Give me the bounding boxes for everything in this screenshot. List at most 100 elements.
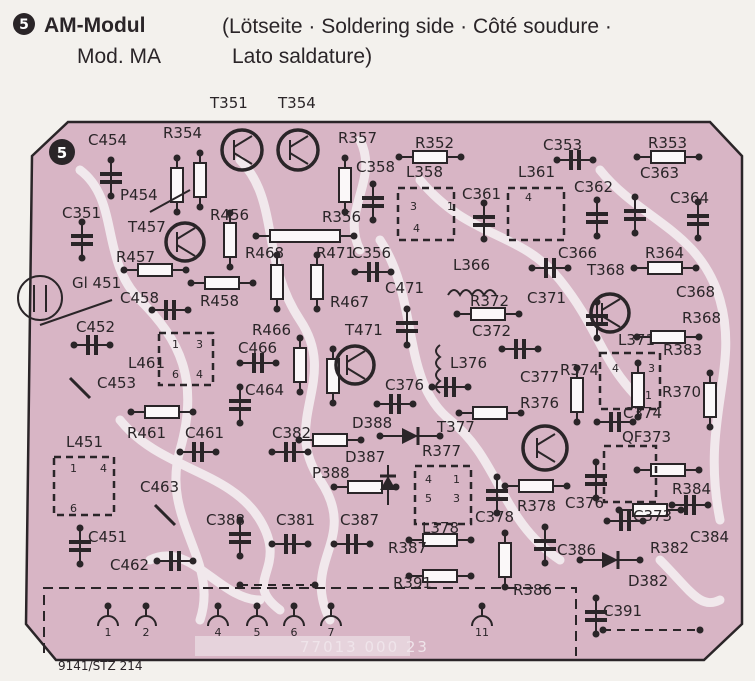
label-r456: R456 bbox=[210, 206, 249, 224]
lamp-lead bbox=[39, 299, 113, 326]
label-c373: C373 bbox=[633, 507, 672, 525]
pin-11: 11 bbox=[475, 626, 489, 639]
component-labels: T351 T354 C454 R354 R357 R352 C353 R353 … bbox=[62, 94, 729, 620]
transistor-icon bbox=[220, 128, 264, 172]
capacitor-plate bbox=[260, 353, 264, 373]
capacitor-plate bbox=[684, 495, 688, 515]
solder-pad bbox=[76, 524, 84, 532]
solder-pad bbox=[253, 602, 261, 610]
capacitor-plate bbox=[624, 217, 646, 221]
copper-trace bbox=[415, 175, 645, 405]
coil-can-outline bbox=[598, 351, 662, 411]
capacitor-plate bbox=[94, 335, 98, 355]
solder-pad bbox=[296, 334, 304, 342]
capacitor-plate bbox=[192, 442, 196, 462]
potentiometer-p454-arrow bbox=[149, 189, 191, 213]
l461-pin: 3 bbox=[196, 338, 203, 351]
solder-pad bbox=[633, 153, 641, 161]
solder-pad bbox=[226, 263, 234, 271]
label-c391: C391 bbox=[603, 602, 642, 620]
transistor-collector bbox=[601, 298, 621, 311]
solder-pad bbox=[493, 473, 501, 481]
solder-pad bbox=[273, 305, 281, 313]
capacitor-plate bbox=[452, 377, 456, 397]
board-outline bbox=[24, 120, 744, 662]
capacitor-plate bbox=[100, 180, 122, 184]
solder-pad bbox=[304, 448, 312, 456]
solder-pad bbox=[592, 594, 600, 602]
label-r370: R370 bbox=[662, 383, 701, 401]
label-r461: R461 bbox=[127, 424, 166, 442]
watermark-strip bbox=[195, 636, 410, 656]
solder-pad bbox=[517, 409, 525, 417]
label-c386: C386 bbox=[557, 541, 596, 559]
transistor-collector bbox=[176, 227, 196, 240]
solder-pad bbox=[453, 310, 461, 318]
connector-outline bbox=[43, 587, 577, 656]
label-l358: L358 bbox=[406, 163, 443, 181]
resistor-icon bbox=[518, 479, 554, 493]
solder-pad bbox=[236, 419, 244, 427]
solder-pad bbox=[106, 341, 114, 349]
solder-pad bbox=[696, 626, 704, 634]
label-r466: R466 bbox=[252, 321, 291, 339]
solder-pad bbox=[226, 209, 234, 217]
capacitor-plate bbox=[586, 314, 608, 318]
solder-pad bbox=[76, 560, 84, 568]
solder-pad bbox=[196, 149, 204, 157]
solder-pad bbox=[528, 264, 536, 272]
pin-7: 7 bbox=[328, 626, 335, 639]
transistor-collector bbox=[536, 433, 556, 446]
capacitor-plate bbox=[284, 534, 288, 554]
label-t457: T457 bbox=[127, 218, 166, 236]
pin-1: 1 bbox=[105, 626, 112, 639]
l361-pin: 4 bbox=[525, 191, 532, 204]
resistor-icon bbox=[647, 261, 683, 275]
label-r468: R468 bbox=[245, 244, 284, 262]
connector-pin-labels: 1 2 4 5 6 7 11 bbox=[105, 626, 490, 639]
solder-pad bbox=[692, 264, 700, 272]
solder-pad bbox=[405, 572, 413, 580]
module-number-badge bbox=[13, 13, 35, 35]
label-t368: T368 bbox=[586, 261, 625, 279]
resistor-icon bbox=[269, 229, 341, 243]
solder-pad bbox=[196, 203, 204, 211]
solder-pad bbox=[403, 305, 411, 313]
transistor-icon bbox=[521, 424, 569, 472]
solder-pad bbox=[311, 581, 319, 589]
solder-pad bbox=[304, 540, 312, 548]
transistor-collector bbox=[289, 135, 309, 148]
resistor-icon bbox=[631, 372, 645, 408]
solder-pad bbox=[501, 529, 509, 537]
label-r377: R377 bbox=[422, 442, 461, 460]
description-line-2: Lato saldature) bbox=[232, 45, 372, 68]
solder-pad bbox=[573, 418, 581, 426]
label-r368: R368 bbox=[682, 309, 721, 327]
capacitor-plate bbox=[169, 551, 173, 571]
resistor-icon bbox=[310, 264, 324, 300]
label-c462: C462 bbox=[110, 556, 149, 574]
solder-pad bbox=[403, 341, 411, 349]
solder-pad bbox=[634, 359, 642, 367]
module-subtitle: Mod. MA bbox=[77, 45, 161, 68]
resistor-icon bbox=[347, 480, 383, 494]
label-t354: T354 bbox=[277, 94, 316, 112]
label-c364: C364 bbox=[670, 189, 709, 207]
label-r471: R471 bbox=[316, 244, 355, 262]
label-r374: R374 bbox=[560, 361, 599, 379]
resistor-icon bbox=[144, 405, 180, 419]
l451-pin: 1 bbox=[70, 462, 77, 475]
solder-pad bbox=[695, 153, 703, 161]
solder-pad bbox=[290, 602, 298, 610]
capacitor-plate bbox=[86, 335, 90, 355]
board-watermark: 77013 000 23 bbox=[300, 638, 429, 656]
capacitor-plate bbox=[164, 300, 168, 320]
solder-pad bbox=[369, 216, 377, 224]
label-r378: R378 bbox=[517, 497, 556, 515]
label-r457: R457 bbox=[116, 248, 155, 266]
l371-pin: 1 bbox=[645, 389, 652, 402]
solder-pad bbox=[273, 251, 281, 259]
capacitor-plate bbox=[71, 234, 93, 238]
solder-pad bbox=[603, 517, 611, 525]
